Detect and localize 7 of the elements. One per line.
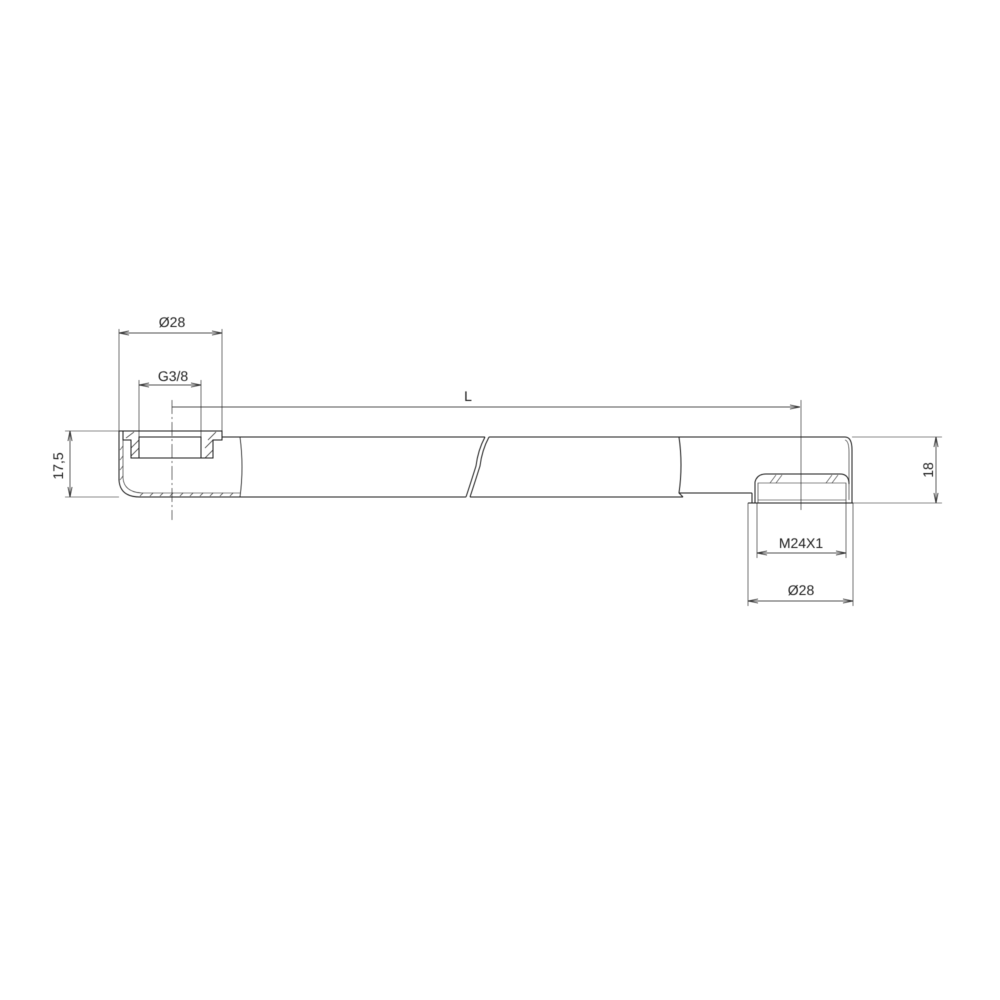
dimension-label: 18 xyxy=(921,461,935,479)
dimension-label: Ø28 xyxy=(158,315,186,329)
dimension-label: Ø28 xyxy=(786,583,816,597)
dimension-label: 17,5 xyxy=(51,451,65,481)
dimension-label: M24X1 xyxy=(778,536,824,550)
dimension-label: L xyxy=(463,389,473,403)
dimension-label: G3/8 xyxy=(156,369,190,383)
